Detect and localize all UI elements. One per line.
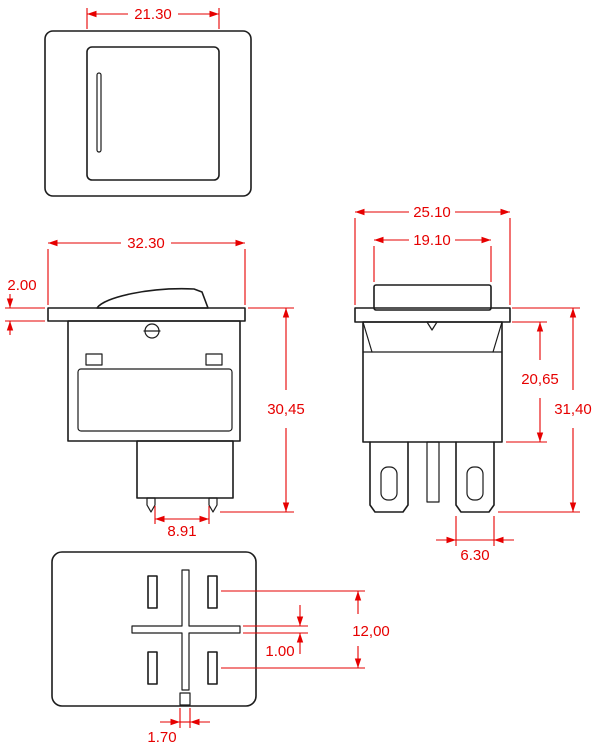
side-view-body xyxy=(67,320,241,442)
front-view: 25.10 19.10 20,65 31,40 xyxy=(354,204,592,564)
side-view: 32.30 2.00 30,45 8.91 xyxy=(5,235,305,540)
bottom-view-slot-bottom-right xyxy=(207,651,218,685)
dim-label-side-pin-spacing: 8.91 xyxy=(167,523,196,540)
side-view-latch-left xyxy=(85,353,103,366)
front-view-body xyxy=(362,321,503,443)
dim-label-front-body-height: 20,65 xyxy=(521,371,559,388)
dim-front-body-height: 20,65 xyxy=(506,321,559,443)
front-view-chamfer-left xyxy=(362,321,373,353)
dim-label-front-terminal-width: 6.30 xyxy=(460,547,489,564)
top-view-rocker-slot xyxy=(96,72,102,153)
dim-label-bottom-rib-thickness: 1.00 xyxy=(265,643,294,660)
dim-side-flange-width: 32.30 xyxy=(47,235,246,305)
side-view-rocker-paddle xyxy=(96,287,209,309)
dim-front-rocker-width: 19.10 xyxy=(373,232,492,282)
dim-label-bottom-slot-width: 1.70 xyxy=(147,729,176,746)
side-view-pin-right xyxy=(208,497,218,513)
dim-front-terminal-width: 6.30 xyxy=(436,516,514,564)
front-view-terminal-right-hole xyxy=(466,466,484,501)
front-view-terminal-left xyxy=(369,441,409,513)
dim-bottom-rib-thickness: 1.00 xyxy=(243,605,308,660)
dim-label-side-flange-width: 32.30 xyxy=(127,235,165,252)
front-view-terminal-left-hole xyxy=(380,466,398,501)
dim-label-front-bezel-width: 25.10 xyxy=(413,204,451,221)
dim-bottom-slot-width: 1.70 xyxy=(147,708,210,746)
dim-side-overall-height: 30,45 xyxy=(220,307,305,513)
side-view-flange xyxy=(47,307,246,322)
side-view-terminal-housing xyxy=(136,440,234,499)
dim-label-bottom-terminal-pitch: 12,00 xyxy=(352,623,390,640)
front-view-terminal-right xyxy=(455,441,495,513)
side-view-latch-right xyxy=(205,353,223,366)
bottom-view-base xyxy=(51,551,257,707)
dim-label-side-flange-thickness: 2.00 xyxy=(7,277,36,294)
side-view-body-inset xyxy=(77,368,233,432)
dim-label-front-rocker-width: 19.10 xyxy=(413,232,451,249)
front-view-rocker xyxy=(373,284,492,311)
bottom-view-slot-top-right xyxy=(207,575,218,609)
top-view: 21.30 xyxy=(44,6,252,197)
front-view-keying-notch xyxy=(426,321,438,331)
dim-label-side-overall-height: 30,45 xyxy=(267,401,305,418)
side-view-pin-left xyxy=(146,497,156,513)
bottom-view-slot-bottom-left xyxy=(147,651,158,685)
dim-bottom-terminal-pitch: 12,00 xyxy=(221,590,390,669)
top-view-bezel xyxy=(44,30,252,197)
dim-label-front-overall-height: 31,40 xyxy=(554,401,592,418)
bottom-view-edge-slot xyxy=(179,692,191,706)
front-view-center-pin xyxy=(426,441,440,503)
dim-label-top-rocker-width: 21.30 xyxy=(134,6,172,23)
dim-side-pin-spacing: 8.91 xyxy=(154,506,210,540)
dim-front-bezel-width: 25.10 xyxy=(354,204,511,305)
dim-front-overall-height: 31,40 xyxy=(498,307,592,513)
top-view-rocker xyxy=(86,46,220,181)
front-view-chamfer-right xyxy=(492,321,503,353)
bottom-view-cross-rib xyxy=(131,569,241,691)
bottom-view-slot-top-left xyxy=(147,575,158,609)
bottom-view: 12,00 1.00 1.70 xyxy=(51,551,390,746)
dim-top-rocker-width: 21.30 xyxy=(86,6,220,29)
dim-side-flange-thickness: 2.00 xyxy=(5,277,45,335)
